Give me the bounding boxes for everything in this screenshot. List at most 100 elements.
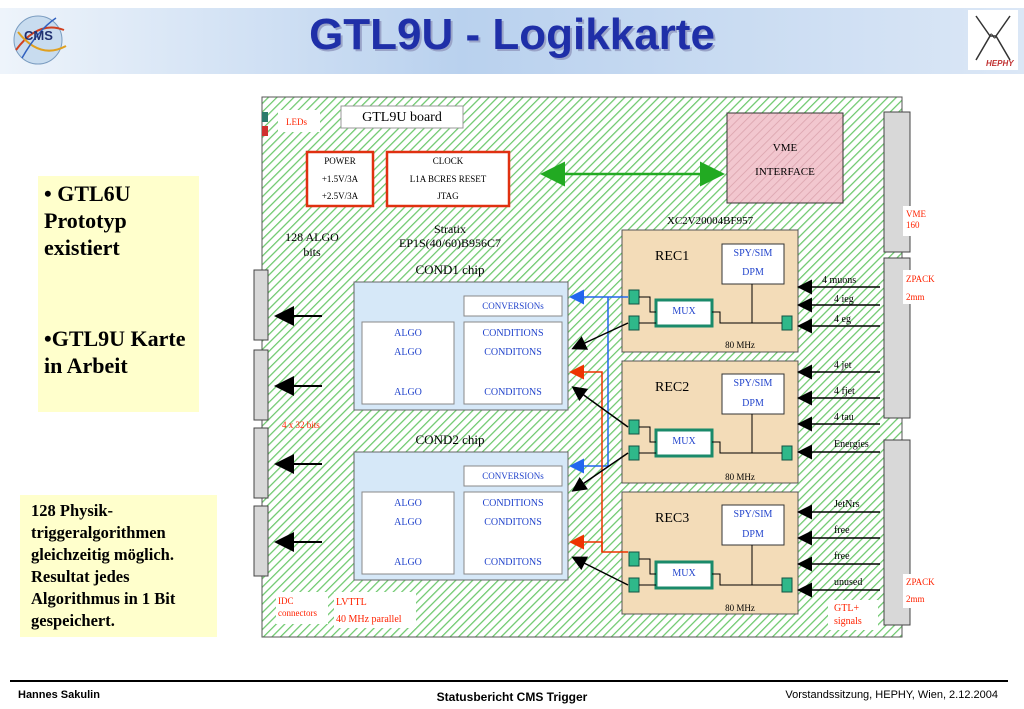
rec1-dpm: DPM <box>742 267 764 278</box>
cond1-conditons-1: CONDITONS <box>484 347 542 358</box>
footer-divider <box>10 680 1008 682</box>
note-box <box>20 495 217 637</box>
rec1-mux-box <box>654 298 714 328</box>
leds-label: LEDs <box>286 117 307 127</box>
led-1 <box>262 112 268 122</box>
vme160-label-1: VME <box>906 209 926 219</box>
idc-connector-4 <box>253 505 269 577</box>
cond2-conditions: CONDITIONS <box>482 498 544 509</box>
clock-line-3: JTAG <box>437 191 459 201</box>
cond1-conditons-2: CONDITONS <box>484 387 542 398</box>
svg-text:HEPHY: HEPHY <box>986 59 1014 68</box>
bullet-box <box>38 176 199 412</box>
cond1-conversions: CONVERSIONs <box>482 301 544 311</box>
input-free-1: free <box>834 525 850 536</box>
cond2-conditons-2: CONDITONS <box>484 557 542 568</box>
cond1-algo-3: ALGO <box>394 387 422 398</box>
rec3-spy: SPY/SIM <box>733 509 773 520</box>
note-text: 128 Physik-triggeralgorithmen gleichzeit… <box>31 501 176 630</box>
input-jet: 4 jet <box>834 360 852 371</box>
bits32-label: 4 x 32 bits <box>282 420 320 430</box>
led-2 <box>262 126 268 136</box>
rec1-mux: MUX <box>672 306 696 317</box>
cond2-algo-3: ALGO <box>394 557 422 568</box>
cond2-algo-1: ALGO <box>394 498 422 509</box>
rec2-mux: MUX <box>672 436 696 447</box>
zpack-label-2a: ZPACK <box>906 577 935 587</box>
stratix-label-2: EP1S(40/60)B956C7 <box>398 236 501 250</box>
vme160-label-2: 160 <box>906 220 920 230</box>
power-line-3: +2.5V/3A <box>321 191 359 201</box>
gtl-label-2: signals <box>834 616 862 627</box>
cond2-conversions-box <box>463 465 563 487</box>
rec1-spy: SPY/SIM <box>733 248 773 259</box>
rec3-mux: MUX <box>672 568 696 579</box>
leds-label-box <box>278 110 320 132</box>
gtl-label-box <box>828 600 878 630</box>
bullet-gtl9u: •GTL9U Karte in Arbeit <box>44 326 186 378</box>
cond2-conversions: CONVERSIONs <box>482 471 544 481</box>
lvttl-label-1: LVTTL <box>336 597 367 608</box>
cms-logo: CMS <box>8 10 72 70</box>
power-line-1: POWER <box>324 156 356 166</box>
vme-label-1: VME <box>772 142 798 154</box>
footer-title: Statusbericht CMS Trigger <box>436 690 588 704</box>
cond1-conversions-box <box>463 295 563 317</box>
svg-text:CMS: CMS <box>24 28 53 43</box>
input-ieg: 4 ieg <box>834 294 854 305</box>
idc-label-1: IDC <box>278 596 294 606</box>
cond2-algo-2: ALGO <box>394 517 422 528</box>
clock-box <box>385 150 511 208</box>
page-title: GTL9U - Logikkarte <box>309 10 715 59</box>
input-jetnrs: JetNrs <box>834 499 860 510</box>
rec2-spy: SPY/SIM <box>733 378 773 389</box>
hephy-logo: HEPHY <box>968 10 1018 70</box>
zpack-label-2b: 2mm <box>906 594 925 604</box>
rec1-mhz: 80 MHz <box>725 340 755 350</box>
lvttl-label-box <box>334 592 416 628</box>
input-tau: 4 tau <box>834 412 854 423</box>
rec1-spy-box <box>721 243 785 285</box>
rec2-dpm: DPM <box>742 398 764 409</box>
rec2-mux-box <box>654 428 714 458</box>
input-unused: unused <box>834 577 863 588</box>
rec1-label: REC1 <box>655 249 690 264</box>
board-title-box <box>340 105 464 129</box>
cond1-algo-1: ALGO <box>394 328 422 339</box>
title-bar <box>0 8 1024 74</box>
input-energies: Energies <box>834 439 869 450</box>
stratix-label-1: Stratix <box>434 222 466 236</box>
rec2-label: REC2 <box>655 380 690 395</box>
vme-interface-box <box>726 112 844 204</box>
idc-label-2: connectors <box>278 608 317 618</box>
rec3-spy-box <box>721 504 785 546</box>
clock-line-2: L1A BCRES RESET <box>409 174 487 184</box>
bullet-gtl6u: • GTL6U Prototyp existiert <box>44 181 131 260</box>
input-eg: 4 eg <box>834 314 851 325</box>
rec3-mux-box <box>654 560 714 590</box>
rec3-mhz: 80 MHz <box>725 603 755 613</box>
idc-label-box <box>276 592 328 624</box>
power-line-2: +1.5V/3A <box>321 174 359 184</box>
clock-line-1: CLOCK <box>432 156 464 166</box>
lvttl-label-2: 40 MHz parallel <box>336 614 402 625</box>
zpack-label-box-1 <box>903 270 941 304</box>
input-fjet: 4 fjet <box>834 386 855 397</box>
input-free-2: free <box>834 551 850 562</box>
cond1-label: COND1 chip <box>415 262 485 277</box>
rec2-mhz: 80 MHz <box>725 472 755 482</box>
cond2-algo-box <box>361 491 455 575</box>
gtl-label-1: GTL+ <box>834 603 860 614</box>
board-title: GTL9U board <box>362 110 442 125</box>
zpack-label-1b: 2mm <box>906 292 925 302</box>
zpack-label-1a: ZPACK <box>906 274 935 284</box>
rec2-spy-box <box>721 373 785 415</box>
algo-bits-label-2: bits <box>303 245 321 259</box>
footer-author: Hannes Sakulin <box>18 689 100 701</box>
input-muons: 4 muons <box>822 275 857 286</box>
cond2-conditions-box <box>463 491 563 575</box>
vme160-label-box <box>903 206 935 236</box>
cond1-conditions: CONDITIONS <box>482 328 544 339</box>
idc-connector-1 <box>253 269 269 341</box>
